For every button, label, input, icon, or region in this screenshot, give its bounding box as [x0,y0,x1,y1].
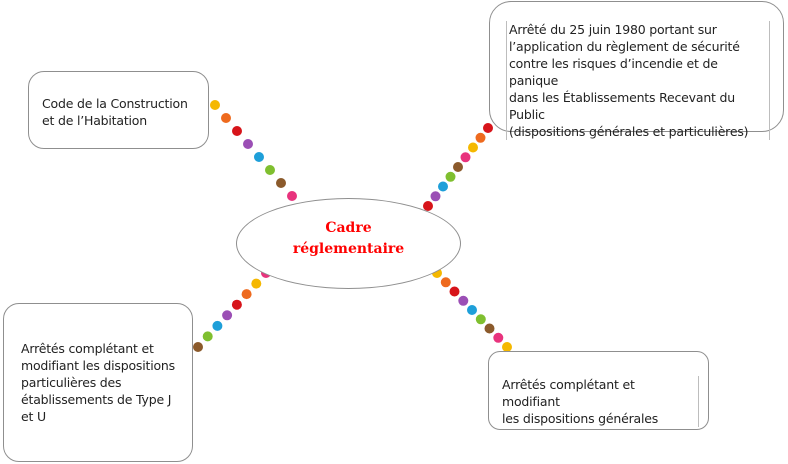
central-topic-label: Cadre réglementaire [292,220,405,257]
connector-type-ju-dot [241,289,252,300]
connector-arrete-1980-dot [445,171,456,182]
connector-arrete-1980-dot [430,191,441,202]
connector-arrete-1980-dot [423,201,433,211]
connector-code-dot [210,100,220,110]
connector-type-ju [193,268,271,352]
connector-type-ju-dot [251,278,262,289]
central-topic-ellipse: Cadre réglementaire [236,198,461,289]
connector-code-dot [254,152,264,162]
node-arretes-type-j-u: Arrêtés complétant et modifiant les disp… [3,303,193,462]
connector-generales-dot [440,277,451,288]
connector-arrete-1980-dot [453,162,463,172]
connector-type-ju-dot [193,342,203,352]
connector-generales-dot [449,286,460,297]
connector-generales [432,268,512,352]
connector-arrete-1980-dot [483,123,493,133]
connector-arrete-1980-dot [475,132,486,143]
connector-code-dot [265,165,275,175]
connector-type-ju-dot [231,299,242,310]
connector-generales-dot [493,332,504,343]
node-code-construction: Code de la Construction et de l’Habitati… [28,71,209,149]
connector-generales-dot [475,314,486,325]
connector-generales-dot [458,295,469,306]
node-arrete-1980: Arrêté du 25 juin 1980 portant sur l’app… [489,1,784,140]
connector-arrete-1980 [423,123,493,211]
node-arretes-dispositions-generales-text: Arrêtés complétant et modifiant les disp… [502,376,699,427]
connector-code-dot [287,191,297,201]
connector-code-dot [232,126,242,136]
connector-arrete-1980-dot [438,181,448,192]
connector-generales-dot [467,305,477,315]
node-arrete-1980-text: Arrêté du 25 juin 1980 portant sur l’app… [506,21,770,140]
node-code-construction-text: Code de la Construction et de l’Habitati… [42,96,188,128]
connector-code-dot [276,178,286,188]
connector-type-ju-dot [222,310,233,321]
connector-type-ju-dot [212,320,223,331]
connector-generales-dot [484,323,495,334]
connector-arrete-1980-dot [468,142,478,153]
connector-generales-dot [502,342,512,352]
connector-code-dot [243,139,253,149]
node-arretes-dispositions-generales: Arrêtés complétant et modifiant les disp… [488,351,709,430]
connector-arrete-1980-dot [460,152,471,163]
connector-type-ju-dot [202,331,213,342]
connector-code [210,100,297,201]
connector-code-dot [221,113,231,123]
node-arretes-type-j-u-text: Arrêtés complétant et modifiant les disp… [21,341,175,424]
